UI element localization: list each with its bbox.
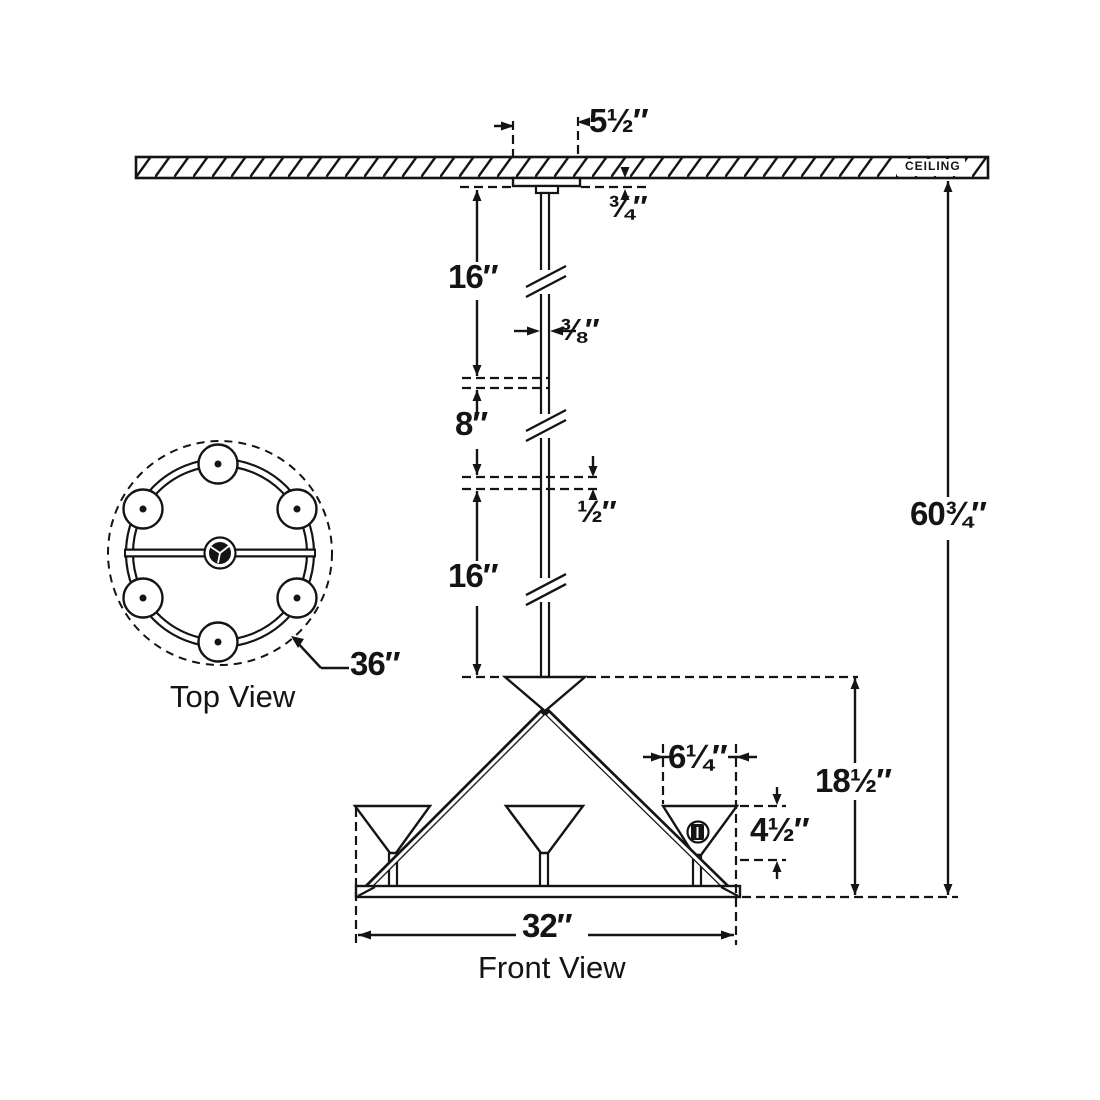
center-shade (503, 804, 586, 855)
top-view-drawing (107, 440, 349, 670)
top-view-title: Top View (170, 679, 296, 714)
dim-fixture-width: 32″ (522, 907, 573, 944)
dimension-lines (358, 124, 950, 937)
ceiling-label: CEILING (902, 160, 964, 172)
dim-topview-diameter: 36″ (350, 645, 401, 682)
dim-overall-height: 60¾″ (910, 495, 987, 532)
reference-lines (354, 117, 958, 945)
bulb-icon (686, 820, 710, 844)
front-view-title: Front View (478, 950, 626, 985)
hanging-rod (525, 191, 567, 679)
dim-rod-diameter: ⅜″ (560, 312, 600, 347)
dim-shade-height: 4½″ (750, 811, 810, 848)
dim-rod-lower: 16″ (448, 557, 499, 594)
arrowheads (358, 117, 953, 940)
dim-canopy-width: 5½″ (589, 102, 649, 139)
front-view-fixture (352, 675, 742, 899)
rod-break-marks (525, 264, 567, 607)
center-hub (203, 536, 237, 570)
dim-shade-width: 6¼″ (668, 738, 728, 775)
left-shade (352, 804, 433, 855)
top-spider-cone (501, 675, 589, 713)
outer-dashed-circle (107, 440, 333, 666)
dim-body-height: 18½″ (815, 762, 892, 799)
diameter-leader (291, 636, 349, 670)
canopy (511, 176, 582, 195)
dim-coupler: ½″ (577, 494, 617, 529)
ceiling-band (134, 155, 990, 180)
dim-rod-upper: 16″ (448, 258, 499, 295)
dim-rod-middle: 8″ (455, 405, 488, 442)
bottom-ring-bar (354, 884, 742, 899)
lamp-circles (122, 443, 318, 663)
dim-canopy-drop: ¾″ (608, 189, 648, 224)
cross-struts (364, 707, 730, 891)
